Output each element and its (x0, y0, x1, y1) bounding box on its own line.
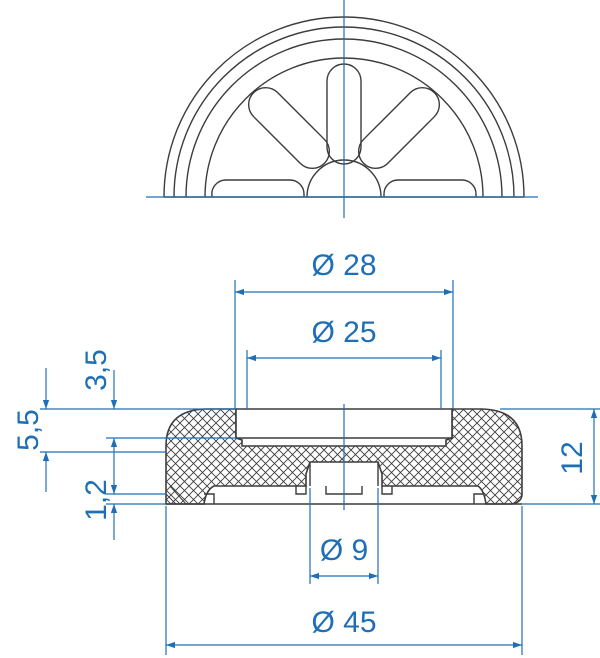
dim-height-3-5: 3,5 (80, 349, 113, 391)
dim-diameter-25: Ø 25 (311, 316, 376, 349)
base-groove-left (204, 493, 215, 504)
dim-diameter-45: Ø 45 (311, 606, 376, 639)
dim-diameter-28: Ø 28 (311, 249, 376, 282)
base-notch-left (295, 486, 307, 495)
spoke-slot-right (357, 86, 441, 170)
base-groove-right (473, 493, 484, 504)
dim-height-1-2: 1,2 (80, 479, 113, 521)
top-view-centerlines (146, 0, 538, 218)
spoke-slot-horizontal-right (383, 179, 477, 197)
dimension-lines (40, 280, 600, 655)
spoke-slot-left (247, 86, 331, 170)
dim-height-5-5: 5,5 (12, 409, 45, 451)
hub-step (309, 462, 379, 486)
spoke-slot-horizontal-left (211, 179, 305, 197)
base-notch-right (381, 486, 393, 495)
dim-diameter-9: Ø 9 (320, 534, 368, 567)
dim-height-12: 12 (556, 441, 589, 474)
